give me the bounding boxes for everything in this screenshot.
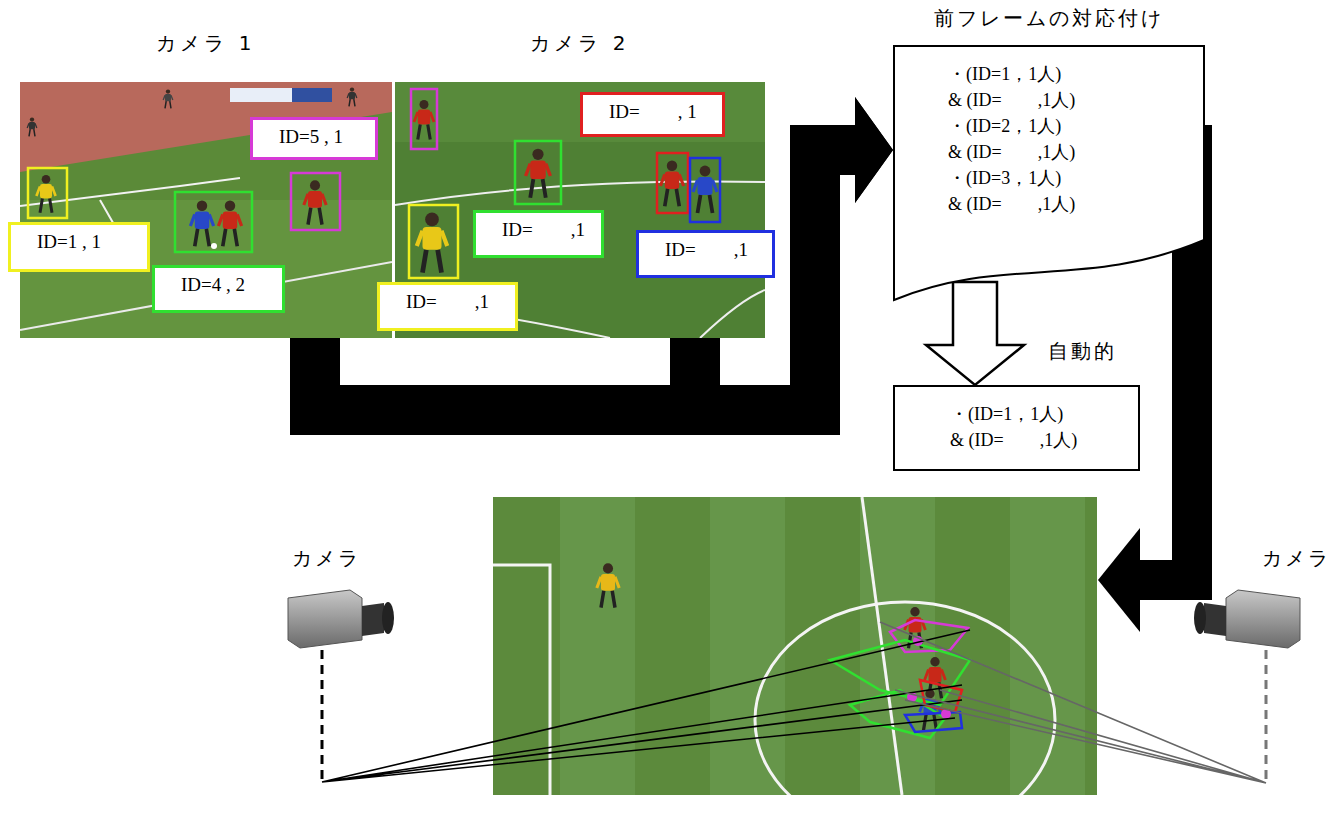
id-box: ID=1 , 1 [8, 222, 150, 272]
result-box: ・(ID=1，1人)& (ID= ,1人) [893, 385, 1140, 471]
camera-label: カメラ [1262, 545, 1331, 572]
match-line: ・(ID=1，1人) [950, 401, 1118, 427]
block-arrow-body [315, 150, 855, 410]
block-arrow-head [855, 97, 893, 203]
id-box: ID= ,1 [377, 282, 518, 331]
document-heading: 前フレームの対応付け [934, 5, 1164, 32]
match-line: ・(ID=2，1人) [948, 113, 1205, 139]
camera-label: カメラ [292, 545, 361, 572]
connector [926, 282, 1024, 385]
id-box: ID=4 , 2 [152, 265, 285, 313]
id-label: ID= ,1 [406, 290, 503, 315]
id-box: ID=5 , 1 [250, 117, 378, 160]
match-line: ・(ID=1，1人) [948, 61, 1205, 87]
connector [315, 97, 893, 410]
flow-arrowhead [1098, 528, 1140, 632]
id-box: ID= ,1 [473, 210, 604, 258]
camera-view: カメラ 1ID=5 , 1ID=1 , 1ID=4 , 2 [20, 82, 392, 338]
match-line: ・(ID=3，1人) [948, 165, 1205, 191]
camera-view: カメラ 2ID= , 1ID= ,1ID= ,1ID= ,1 [395, 82, 765, 338]
hollow-arrow [926, 282, 1024, 385]
camera-heading: カメラ 2 [395, 30, 765, 57]
id-box: ID= ,1 [636, 230, 775, 278]
camera-heading: カメラ 1 [20, 30, 392, 57]
auto-label: 自動的 [1048, 338, 1117, 365]
camera1-photo [20, 82, 392, 338]
match-line: & (ID= ,1人) [950, 427, 1118, 453]
field-view [493, 497, 1097, 795]
document-outline [894, 46, 1204, 300]
id-label: ID= , 1 [609, 100, 710, 125]
id-label: ID=4 , 2 [181, 273, 270, 298]
id-label: ID= ,1 [665, 238, 760, 263]
id-label: ID=5 , 1 [279, 125, 363, 150]
camera2-photo [395, 82, 765, 338]
camera-icon [288, 590, 394, 782]
document-box: 前フレームの対応付け・(ID=1，1人)& (ID= ,1人)・(ID=2，1人… [893, 45, 1205, 300]
block-arrow-body [695, 150, 855, 410]
sight-lines [322, 622, 1266, 783]
id-label: ID=1 , 1 [37, 230, 135, 255]
camera-icon [1194, 590, 1300, 783]
id-label: ID= ,1 [502, 218, 589, 243]
block-arrow-head [855, 97, 893, 203]
id-box: ID= , 1 [580, 92, 725, 137]
match-line: & (ID= ,1人) [948, 87, 1205, 113]
match-line: & (ID= ,1人) [948, 191, 1205, 217]
match-line: & (ID= ,1人) [948, 139, 1205, 165]
